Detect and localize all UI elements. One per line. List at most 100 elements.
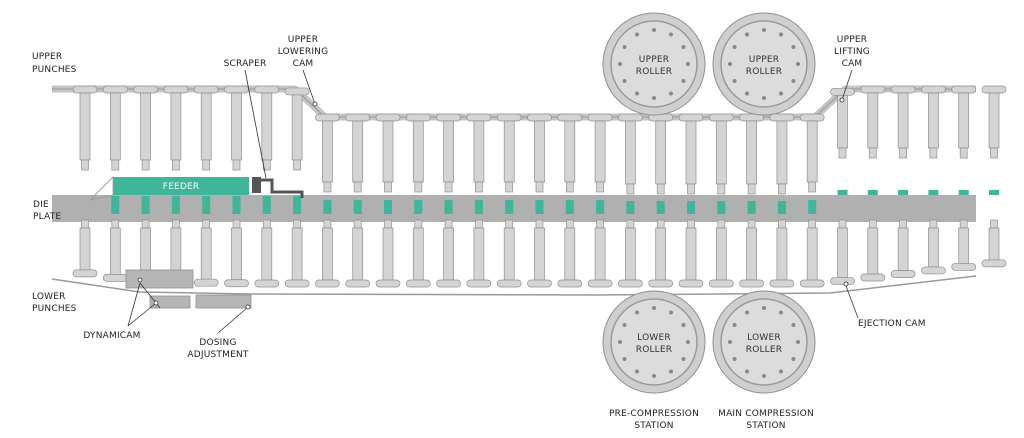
upper-punch (193, 85, 219, 171)
label-line: STATION (746, 421, 785, 431)
die-cavity (232, 196, 241, 214)
label-line: PUNCHES (32, 65, 77, 75)
upper-punch (163, 85, 189, 171)
lower-punch (769, 219, 795, 288)
lower-punch (466, 219, 492, 288)
lower-punch (557, 219, 583, 288)
upper-punch (102, 85, 128, 171)
upper-punch (496, 113, 522, 193)
roller-label: ROLLER (746, 67, 783, 77)
die-cavity (474, 200, 483, 214)
label-line: DIE (33, 200, 49, 210)
die-plate (52, 195, 976, 222)
lower-punch (193, 219, 219, 287)
label-scraper: SCRAPER (224, 59, 267, 69)
upper-punch (951, 85, 977, 159)
lower-punch (890, 219, 916, 278)
upper-punch (375, 113, 401, 193)
lower-punch (254, 219, 280, 288)
label-main-compression-station: MAIN COMPRESSION STATION (718, 409, 814, 431)
lower-punch (648, 219, 674, 288)
roller-label: LOWER (637, 333, 671, 343)
die-cavity (141, 196, 150, 214)
die-cavity (596, 200, 605, 214)
lower-punch (102, 219, 128, 282)
lower-punch (72, 219, 98, 278)
lower-punch (284, 219, 310, 288)
upper-punch (72, 85, 98, 171)
lower-punch (799, 219, 825, 288)
die-cavity (505, 200, 514, 214)
dosing-adjustment-cam (195, 294, 252, 309)
label-line: PLATE (33, 212, 61, 222)
label-line: PRE-COMPRESSION (609, 409, 699, 419)
upper-punch (527, 113, 552, 193)
die-cavity (202, 196, 211, 214)
die-cavity (777, 201, 786, 214)
die-cavity (989, 190, 999, 195)
upper-punch (133, 85, 158, 171)
label-lower-punches: LOWER PUNCHES (32, 292, 77, 314)
label-line: MAIN COMPRESSION (718, 409, 814, 419)
lower-punch (860, 219, 886, 282)
upper-punch (224, 85, 249, 171)
label-line: EJECTION CAM (858, 319, 926, 329)
label-line: UPPER (32, 52, 62, 62)
die-cavity (958, 190, 969, 195)
upper-punch (769, 113, 795, 195)
die-cavity (323, 200, 332, 214)
label-upper-punches: UPPER PUNCHES (32, 52, 77, 75)
dynamicam (125, 269, 194, 309)
upper-punch (315, 113, 340, 193)
label-line: DOSING (199, 338, 236, 348)
upper-punch (799, 113, 825, 193)
lower-punch (739, 219, 764, 288)
feeder: FEEDER (88, 176, 249, 201)
lower-punch (496, 219, 522, 288)
die-cavity (111, 196, 120, 214)
label-line: LOWER (32, 292, 66, 302)
lower-punch (315, 219, 340, 288)
die-cavity (837, 190, 848, 195)
lower-punches (72, 219, 1007, 288)
die-cavity (535, 200, 544, 214)
lower-punch (921, 219, 946, 275)
die-cavity (928, 190, 939, 195)
die-cavity (898, 190, 909, 195)
lower-punch (345, 219, 371, 288)
label-line: CAM (842, 59, 863, 69)
die-cavity (565, 200, 574, 214)
upper-punch (618, 113, 643, 195)
lower-punch (375, 219, 401, 288)
upper-punch (557, 113, 583, 193)
upper-punch (981, 85, 1007, 159)
label-line: LOWERING (278, 47, 329, 57)
leader-lines (127, 69, 859, 334)
upper-punch (860, 85, 886, 159)
label-upper-lowering-cam: UPPER LOWERING CAM (278, 35, 329, 69)
upper-punch (830, 87, 855, 159)
scraper (252, 177, 304, 198)
lower-punch (618, 219, 643, 288)
roller-label: UPPER (749, 55, 779, 65)
leader-dots (137, 97, 849, 310)
upper-punch (890, 85, 916, 159)
label-line: ADJUSTMENT (187, 350, 249, 360)
label-line: PUNCHES (32, 304, 77, 314)
die-cavity (626, 201, 635, 214)
die-cavity (717, 201, 726, 214)
lower-punch (708, 219, 734, 288)
lower-punch (981, 219, 1007, 268)
roller-label: LOWER (747, 333, 781, 343)
die-cavity (384, 200, 392, 214)
upper-punches (72, 85, 1007, 195)
upper-punch (284, 87, 310, 171)
upper-punch (678, 113, 704, 195)
upper-punch (254, 85, 280, 171)
lower-punch (951, 219, 977, 271)
label-die-plate: DIE PLATE (33, 200, 61, 222)
